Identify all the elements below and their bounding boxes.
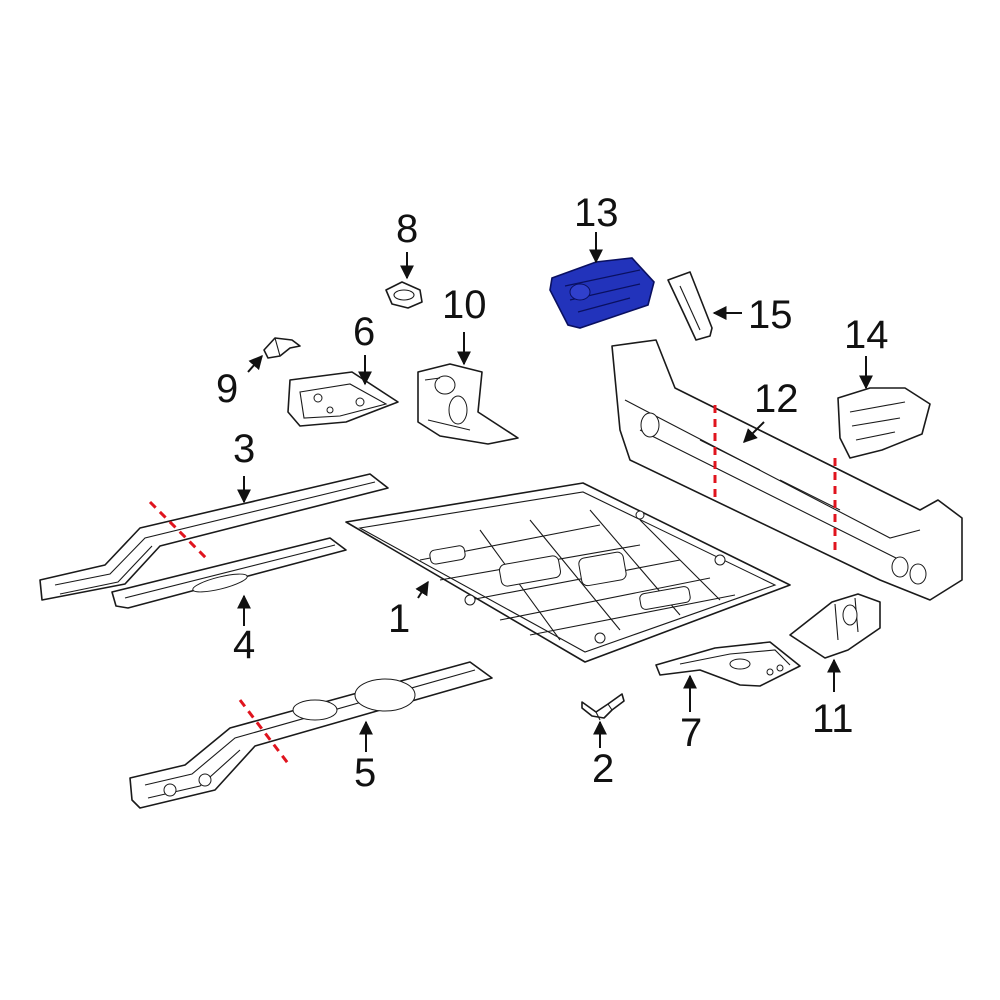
part-3-rail[interactable] — [39, 473, 389, 601]
callout-13: 13 — [574, 191, 619, 235]
part-2-bracket[interactable] — [581, 693, 625, 721]
leader-1 — [415, 580, 429, 599]
part-1-floor-pan[interactable] — [345, 482, 791, 663]
leader-12 — [743, 421, 765, 443]
callout-2: 2 — [592, 747, 614, 791]
part-13-highlighted-bracket[interactable] — [549, 257, 655, 329]
part-7-bracket[interactable] — [655, 641, 801, 687]
callout-10: 10 — [442, 283, 487, 327]
part-15-reinforcement[interactable] — [667, 271, 713, 341]
cut-lines — [148, 405, 837, 767]
callout-3: 3 — [233, 427, 255, 471]
part-14-bracket[interactable] — [837, 387, 931, 459]
part-9-clip[interactable] — [263, 337, 301, 359]
part-11-corner-bracket[interactable] — [789, 593, 881, 659]
part-8-cap[interactable] — [385, 281, 423, 309]
leader-9 — [247, 354, 263, 373]
callout-12: 12 — [754, 377, 799, 421]
callout-6: 6 — [353, 310, 375, 354]
part-5-side-member[interactable] — [129, 661, 493, 809]
part-12-rocker-panel[interactable] — [611, 339, 963, 601]
part-10-housing[interactable] — [417, 363, 519, 445]
callout-1: 1 — [388, 597, 410, 641]
callout-9: 9 — [216, 367, 238, 411]
callout-11: 11 — [812, 697, 854, 741]
callout-7: 7 — [680, 711, 702, 755]
callout-labels: 1 2 3 4 5 6 7 8 9 10 11 12 13 14 15 — [216, 191, 889, 795]
part-4-rail[interactable] — [111, 537, 347, 609]
leader-arrows — [237, 232, 873, 752]
callout-5: 5 — [354, 751, 376, 795]
callout-8: 8 — [396, 207, 418, 251]
callout-15: 15 — [748, 293, 793, 337]
callout-14: 14 — [844, 313, 889, 357]
part-6-plate[interactable] — [287, 371, 399, 427]
callout-4: 4 — [233, 623, 255, 667]
